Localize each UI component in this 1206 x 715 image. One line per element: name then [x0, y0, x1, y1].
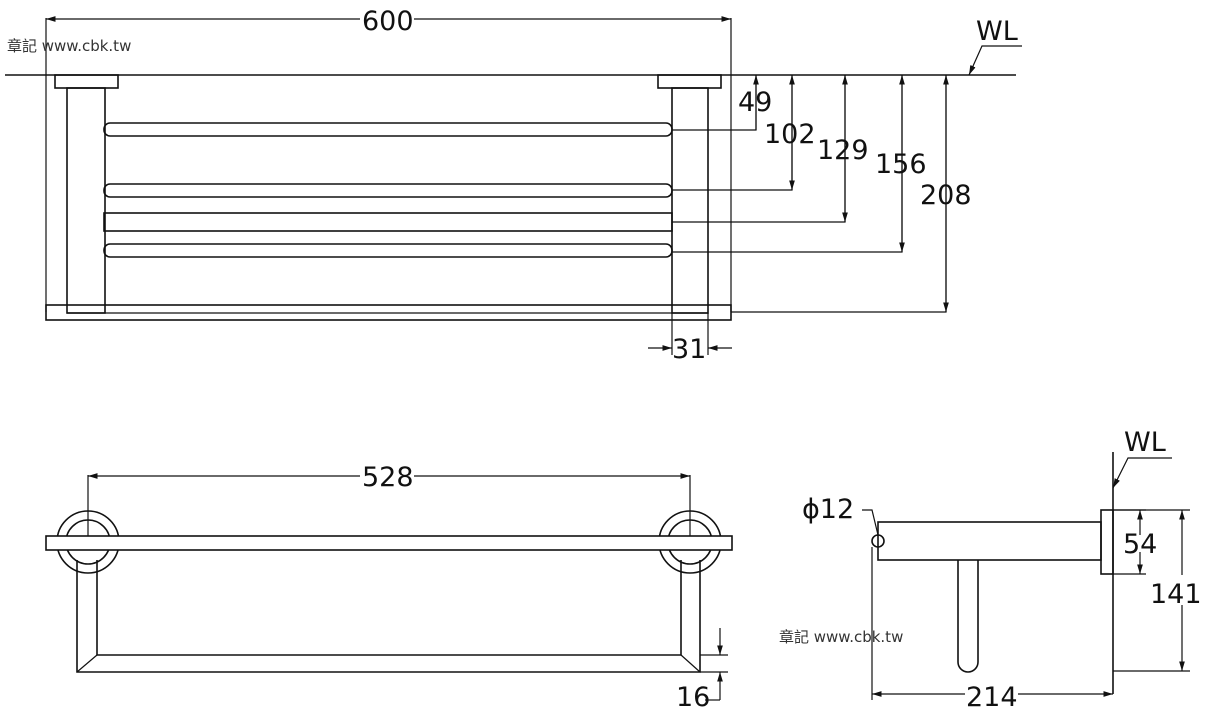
- side-arm: [877, 521, 1102, 561]
- total-height-label: 141: [1150, 579, 1202, 610]
- mount-height-label: 54: [1123, 529, 1157, 560]
- flange-left: [54, 74, 119, 89]
- tray-inner: [96, 560, 682, 656]
- side-mount-plate: [1100, 509, 1114, 575]
- bar-1: [103, 122, 673, 137]
- flange-right: [657, 74, 722, 89]
- front-view: WL 600 49 10: [5, 6, 1022, 365]
- offset-label-156: 156: [875, 149, 927, 180]
- lip-label: 16: [676, 682, 710, 713]
- diameter-label: ϕ12: [802, 494, 854, 525]
- width-label: 600: [362, 6, 414, 37]
- span-label: 528: [362, 462, 414, 493]
- diameter-leader: [862, 509, 879, 536]
- offset-label-49: 49: [738, 87, 772, 118]
- bar-4: [103, 243, 673, 258]
- post-right: [671, 87, 709, 314]
- depth-label: 214: [966, 682, 1018, 713]
- side-view: WL ϕ12 54 141 214: [802, 427, 1202, 713]
- watermark-bottom: 章記 www.cbk.tw: [779, 628, 903, 646]
- side-wl-label: WL: [1124, 427, 1166, 458]
- post-width-label: 31: [672, 334, 706, 365]
- top-bar: [45, 535, 733, 551]
- top-view: 528 16: [45, 462, 733, 713]
- watermark-top: 章記 www.cbk.tw: [7, 37, 131, 55]
- offset-label-102: 102: [764, 119, 816, 150]
- wl-label: WL: [976, 16, 1018, 47]
- side-wl-leader: [1112, 457, 1172, 489]
- tray-outer: [76, 560, 701, 673]
- post-left: [66, 87, 106, 314]
- bar-2: [103, 183, 673, 198]
- offset-label-208: 208: [920, 180, 972, 211]
- bar-3: [103, 212, 673, 232]
- wl-leader: [968, 45, 1022, 76]
- side-hanging-bar: [957, 560, 979, 673]
- offset-label-129: 129: [817, 135, 869, 166]
